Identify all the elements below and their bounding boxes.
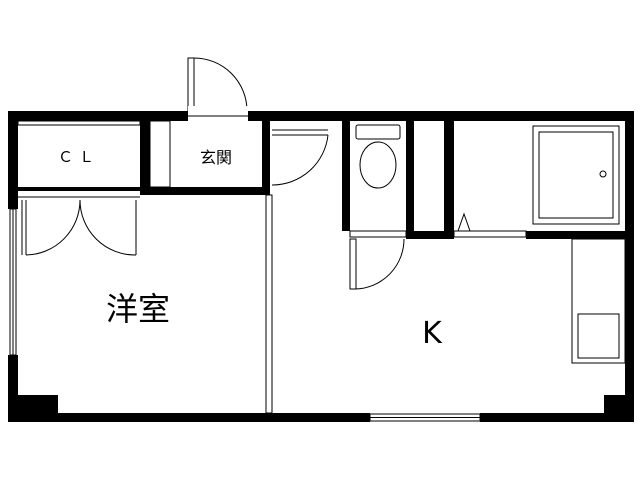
toilet-bottom-partition — [349, 230, 407, 238]
corner-column-right — [604, 395, 626, 415]
bottom-window — [369, 413, 481, 422]
thin-partitions — [17, 120, 527, 414]
western-room-label: 洋室 — [106, 290, 170, 328]
toilet-bowl — [359, 141, 397, 189]
top-wall-right — [248, 111, 634, 121]
left-wall-top — [8, 111, 18, 209]
left-window — [9, 208, 17, 356]
shaft-bottom-wall — [406, 231, 454, 239]
toilet-tank — [355, 124, 401, 140]
entrance-door — [187, 57, 248, 117]
bath-bottom-wall-right — [526, 231, 625, 239]
shaft-right-wall — [444, 121, 454, 239]
toilet-fixture — [355, 124, 401, 189]
entrance-bottom-wall — [140, 187, 268, 195]
closet-label: ＣＬ — [58, 148, 100, 166]
bath-door — [457, 212, 471, 232]
closet-entrance-wall — [140, 121, 150, 193]
kitchen-counter — [571, 238, 626, 364]
top-wall-left — [8, 111, 188, 121]
closet-bottom-wall — [18, 187, 140, 191]
room-divider — [265, 194, 273, 414]
bottom-wall-left — [8, 413, 370, 422]
right-wall — [625, 111, 634, 422]
interior-walls — [18, 121, 625, 239]
toilet-left-wall — [342, 121, 350, 231]
toilet-door — [349, 238, 405, 290]
entrance-step — [149, 120, 171, 188]
bottom-wall-right — [480, 413, 634, 422]
toilet-right-wall — [406, 121, 414, 239]
bath-partition — [453, 230, 527, 238]
kitchen-entry-door — [271, 129, 329, 186]
entrance-label: 玄関 — [200, 148, 232, 167]
kitchen-label: K — [422, 316, 443, 351]
exterior-walls — [8, 111, 634, 422]
entrance-right-wall — [262, 121, 270, 195]
bathtub — [532, 125, 620, 225]
closet-top-trim — [17, 120, 141, 126]
left-wall-bottom — [8, 355, 18, 421]
closet-doors — [18, 196, 140, 256]
corner-column-left — [18, 395, 58, 415]
